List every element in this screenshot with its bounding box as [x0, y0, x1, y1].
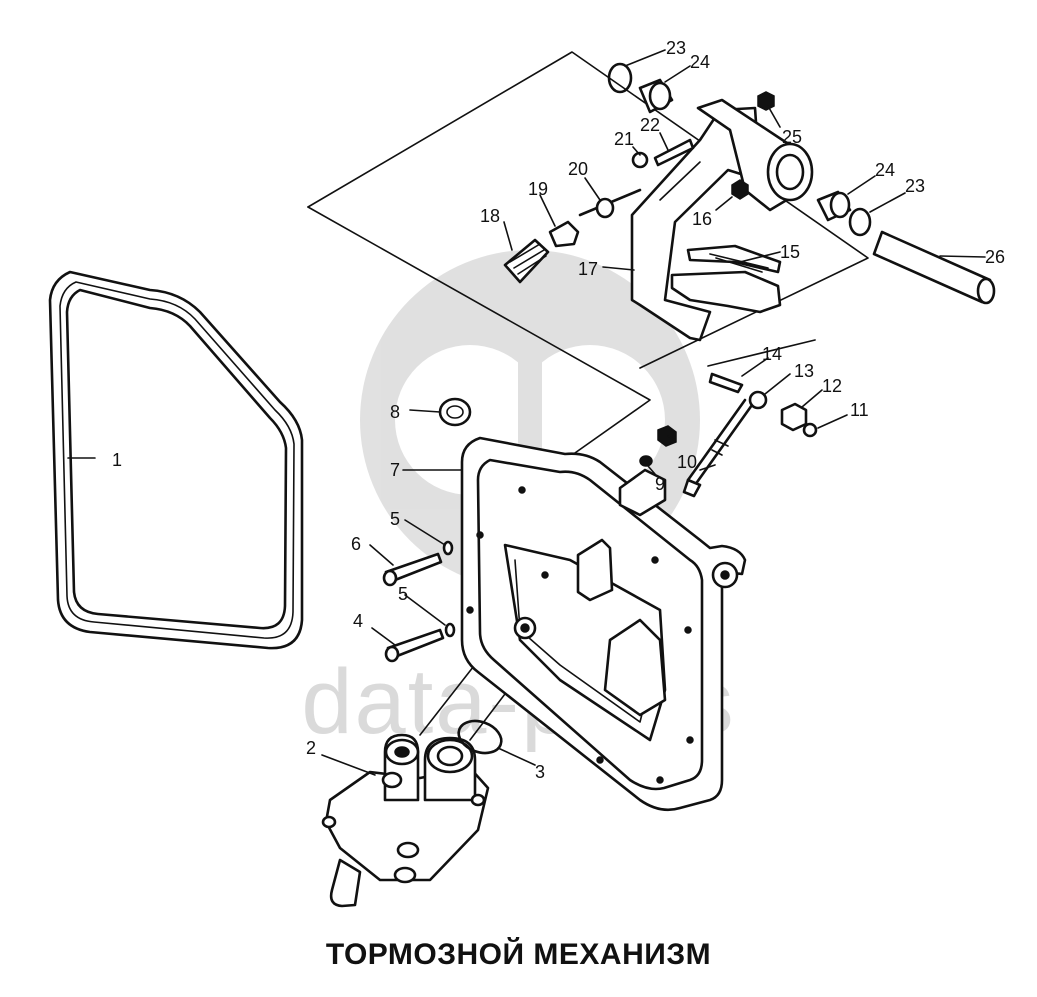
part-19-spacer: [548, 220, 580, 248]
part-1-gasket: [48, 270, 304, 650]
callout-23-top: 23: [666, 38, 686, 58]
callout-19: 19: [528, 179, 548, 199]
part-21-ball: [631, 151, 649, 169]
part-23-ring-right: [848, 207, 872, 237]
part-11-clip: [802, 422, 818, 438]
part-3-o-ring: [457, 719, 503, 755]
callout-7: 7: [390, 460, 400, 480]
leader-lines: [67, 49, 986, 776]
part-24-bushing-right: [816, 190, 852, 222]
part-5-washer-lower: [444, 622, 456, 638]
part-5-washer-upper: [442, 540, 454, 556]
callout-12: 12: [822, 376, 842, 396]
part-4-bolt: [384, 628, 445, 663]
part-18-spring: [503, 238, 550, 284]
callout-6: 6: [351, 534, 361, 554]
callout-5-upper: 5: [390, 509, 400, 529]
part-8-seal: [438, 397, 472, 427]
callout-18: 18: [480, 206, 500, 226]
diagram-title: ТОРМОЗНОЙ МЕХАНИЗМ: [325, 938, 712, 971]
callout-2: 2: [306, 738, 316, 758]
callout-22: 22: [640, 115, 660, 135]
callout-21: 21: [614, 129, 634, 149]
callout-11: 11: [850, 400, 869, 420]
callout-13: 13: [794, 361, 814, 381]
part-26-shaft: [872, 230, 996, 305]
callout-26: 26: [985, 247, 1005, 267]
part-22-pin: [653, 138, 695, 167]
part-24-bushing-top: [638, 78, 674, 114]
part-20-rod: [578, 188, 642, 219]
callout-23-right: 23: [905, 176, 925, 196]
callout-20: 20: [568, 159, 588, 179]
callout-labels: 1 2 3 4 5 5 6 7 8 9 10 11 12 13 14 15 16…: [112, 38, 1005, 782]
callout-4: 4: [353, 611, 363, 631]
part-13-pushrod: [682, 390, 768, 498]
callout-24-right: 24: [875, 160, 895, 180]
part-2-master-cylinder: [321, 733, 490, 908]
part-10-nut: [657, 425, 677, 447]
callout-8: 8: [390, 402, 400, 422]
callout-24-top: 24: [690, 52, 710, 72]
callout-5-lower: 5: [398, 584, 408, 604]
callout-10: 10: [677, 452, 697, 472]
part-14-pin: [708, 372, 744, 394]
part-15-pedal-pad: [670, 244, 782, 314]
part-16-nut: [731, 179, 749, 200]
part-25-nut: [757, 91, 775, 111]
callout-9: 9: [655, 474, 665, 494]
callout-16: 16: [692, 209, 712, 229]
callout-3: 3: [535, 762, 545, 782]
callout-17: 17: [578, 259, 598, 279]
part-25-shaft-housing: [696, 98, 814, 212]
part-9-washer: [639, 455, 653, 467]
callout-14: 14: [762, 344, 782, 364]
callout-25: 25: [782, 127, 802, 147]
part-23-ring-top: [607, 62, 633, 94]
callout-15: 15: [780, 242, 800, 262]
callout-1: 1: [112, 450, 122, 470]
part-12-bushing: [780, 402, 808, 432]
part-7-housing: [460, 436, 747, 812]
part-6-bolt: [382, 552, 443, 587]
